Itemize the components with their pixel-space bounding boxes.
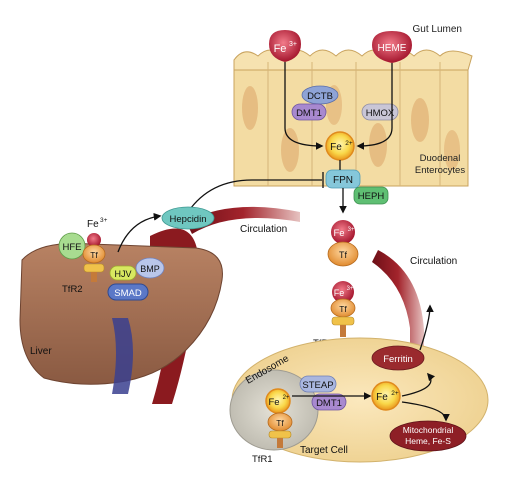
fpn-node: FPN — [325, 169, 361, 189]
heme-lumen-text: HEME — [378, 43, 407, 54]
blood-vessel-top — [186, 206, 300, 234]
liver-shape — [19, 242, 223, 394]
hjv-node: HJV — [109, 265, 137, 281]
enterocytes-label-2: Enterocytes — [415, 165, 465, 176]
cell-arrows — [401, 304, 450, 422]
enterocyte-panel — [233, 49, 473, 187]
heme-lumen-node: HEME — [372, 31, 412, 63]
fe2-gut-node: Fe 2+ — [325, 131, 355, 161]
dctb-text: DCTB — [307, 91, 333, 102]
dmt1-gut-text: DMT1 — [296, 108, 322, 119]
fe3-tfr1-sup: 3+ — [347, 286, 354, 292]
liver-label: Liver — [30, 346, 52, 357]
fe3-circ-sup: 3+ — [348, 227, 355, 233]
dmt1-cell-node: DMT1 — [311, 393, 347, 411]
hfe-node: HFE — [58, 232, 86, 260]
fe2-cell-sup: 2+ — [391, 390, 399, 397]
heph-node: HEPH — [353, 186, 389, 205]
gut-arrows — [284, 62, 393, 214]
tfr2-label: TfR2 — [62, 284, 83, 295]
fe2-gut-text: Fe — [330, 142, 342, 153]
tfr1-endo-label: TfR1 — [252, 454, 273, 465]
blood-vessel-right — [372, 250, 424, 350]
hepcidin-inhibition — [187, 172, 324, 213]
enterocytes-label-1: Duodenal — [420, 153, 461, 164]
smad-node: SMAD — [107, 283, 149, 301]
fe2-cell-text: Fe — [376, 392, 388, 403]
fe2-cell-node: Fe 2+ — [371, 381, 401, 411]
dmt1-cell-text: DMT1 — [316, 398, 342, 409]
bmp-text: BMP — [140, 264, 160, 274]
fe2-endo-text: Fe — [268, 397, 279, 408]
fe3-lumen-text: Fe — [274, 43, 287, 55]
fe3-tfr1-text: Fe — [334, 288, 345, 298]
heph-text: HEPH — [358, 191, 385, 202]
mito-text-2: Heme, Fe-S — [405, 436, 451, 446]
tf-circulation-node: Fe 3+ Tf — [327, 220, 359, 267]
dmt1-gut-node: DMT1 — [291, 103, 327, 121]
hepcidin-node: Hepcidin — [161, 206, 215, 230]
bmp-node: BMP — [135, 257, 165, 279]
ferritin-node: Ferritin — [371, 345, 425, 371]
tf-liver-node: Fe 3+ Tf — [82, 217, 108, 282]
fe2-endo-sup: 2+ — [283, 395, 290, 401]
hepcidin-text: Hepcidin — [170, 214, 207, 225]
tfr1-top-node: Fe 3+ Tf — [330, 281, 356, 337]
fe3-liver-sup: 3+ — [100, 217, 108, 224]
fe3-circ-text: Fe — [333, 228, 344, 239]
circulation-top-label: Circulation — [240, 224, 287, 235]
tf-circ-text: Tf — [339, 250, 347, 260]
gut-lumen-label: Gut Lumen — [413, 24, 462, 35]
mitochondrial-node: Mitochondrial Heme, Fe-S — [389, 420, 467, 452]
ferritin-text: Ferritin — [383, 354, 413, 365]
tf-liver-text: Tf — [90, 250, 98, 260]
fe3-lumen-sup: 3+ — [289, 41, 297, 48]
steap-node: STEAP — [299, 375, 337, 393]
mito-text-1: Mitochondrial — [403, 425, 454, 435]
fe2-endosome-node: Fe 2+ Tf — [265, 388, 293, 448]
hmox-text: HMOX — [366, 108, 395, 119]
steap-text: STEAP — [302, 380, 333, 391]
hfe-text: HFE — [63, 242, 82, 253]
tf-tfr1-text: Tf — [339, 304, 347, 314]
target-cell-label: Target Cell — [300, 445, 348, 456]
hjv-text: HJV — [114, 269, 131, 279]
tf-endo-text: Tf — [276, 418, 284, 428]
fe3-lumen-node: Fe 3+ — [269, 30, 301, 62]
dctb-node: DCTB — [301, 85, 339, 105]
fe3-liver-text: Fe — [87, 219, 99, 230]
circulation-right-label: Circulation — [410, 256, 457, 267]
liver-to-hepcidin-arrow — [117, 212, 162, 253]
hmox-node: HMOX — [361, 103, 399, 121]
fpn-text: FPN — [333, 175, 353, 186]
fe2-gut-sup: 2+ — [345, 140, 353, 147]
smad-text: SMAD — [114, 288, 142, 299]
